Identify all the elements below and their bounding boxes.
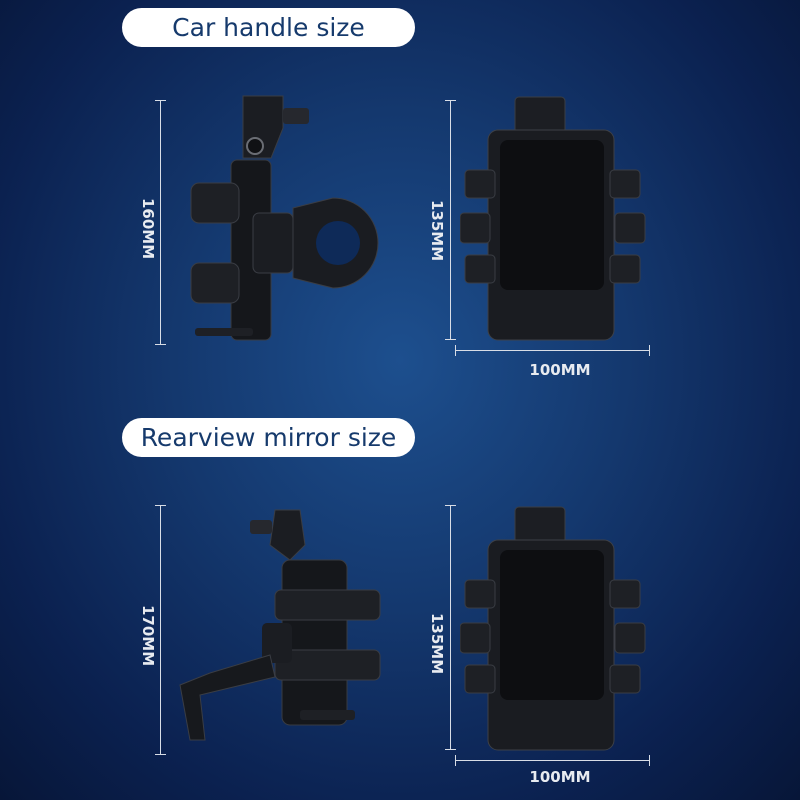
front-height-label: 135MM bbox=[428, 613, 446, 675]
phone-holder-front-view bbox=[460, 506, 646, 751]
front-height-dimension-line bbox=[445, 100, 456, 340]
width-dimension-line bbox=[455, 345, 650, 356]
height-label: 160MM bbox=[139, 198, 157, 260]
width-dimension-line bbox=[455, 755, 650, 766]
phone-holder-front-view bbox=[460, 96, 646, 341]
section-title-rearview-mirror: Rearview mirror size bbox=[122, 418, 415, 457]
front-height-label: 135MM bbox=[428, 200, 446, 262]
height-dimension-line bbox=[155, 100, 166, 345]
mirror-mount-side-view bbox=[179, 509, 381, 741]
width-label: 100MM bbox=[529, 768, 591, 786]
height-dimension-line bbox=[155, 505, 166, 755]
height-label: 170MM bbox=[139, 605, 157, 667]
front-height-dimension-line bbox=[445, 505, 456, 750]
handlebar-mount-side-view bbox=[190, 95, 379, 341]
section-title-car-handle: Car handle size bbox=[122, 8, 415, 47]
width-label: 100MM bbox=[529, 361, 591, 379]
